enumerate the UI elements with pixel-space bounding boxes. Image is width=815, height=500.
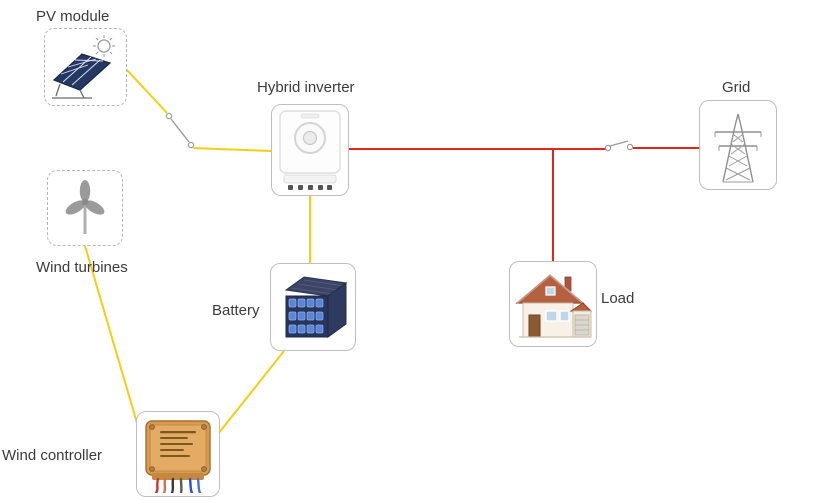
pv-disconnect-switch-icon bbox=[170, 118, 190, 143]
switch-to-inverter-line bbox=[192, 147, 272, 152]
wind-controller-board-icon bbox=[145, 420, 211, 493]
switch-contact-icon bbox=[165, 112, 173, 120]
node-pv-module bbox=[44, 28, 127, 106]
wind-controller-label: Wind controller bbox=[2, 447, 103, 464]
node-wind-controller bbox=[136, 411, 220, 497]
house-icon bbox=[515, 273, 593, 338]
switch-contact-icon bbox=[187, 141, 195, 149]
switch-contact-icon bbox=[626, 143, 634, 151]
node-hybrid-inverter bbox=[271, 104, 349, 196]
battery-pack-icon bbox=[284, 276, 348, 338]
battery-to-controller-line bbox=[213, 350, 285, 440]
node-load bbox=[509, 261, 597, 347]
transmission-tower-icon bbox=[714, 113, 762, 183]
solar-panel-icon bbox=[52, 35, 115, 99]
load-label: Load bbox=[601, 290, 635, 307]
node-grid bbox=[699, 100, 777, 190]
turbine-to-controller-line bbox=[84, 245, 140, 431]
node-battery bbox=[270, 263, 356, 351]
grid-label: Grid bbox=[722, 79, 751, 96]
battery-label: Battery bbox=[212, 302, 260, 319]
wind-turbine-icon bbox=[65, 180, 105, 234]
switch-contact-icon bbox=[604, 144, 612, 152]
pv-module-label: PV module bbox=[36, 8, 110, 25]
node-wind-turbines bbox=[47, 170, 123, 246]
grid-disconnect-switch-icon bbox=[609, 140, 629, 147]
wind-turbines-label: Wind turbines bbox=[36, 259, 128, 276]
inverter-device-icon bbox=[279, 110, 341, 190]
pv-to-switch-line bbox=[126, 69, 168, 114]
hybrid-inverter-label: Hybrid inverter bbox=[257, 79, 355, 96]
sun-icon bbox=[97, 39, 111, 53]
